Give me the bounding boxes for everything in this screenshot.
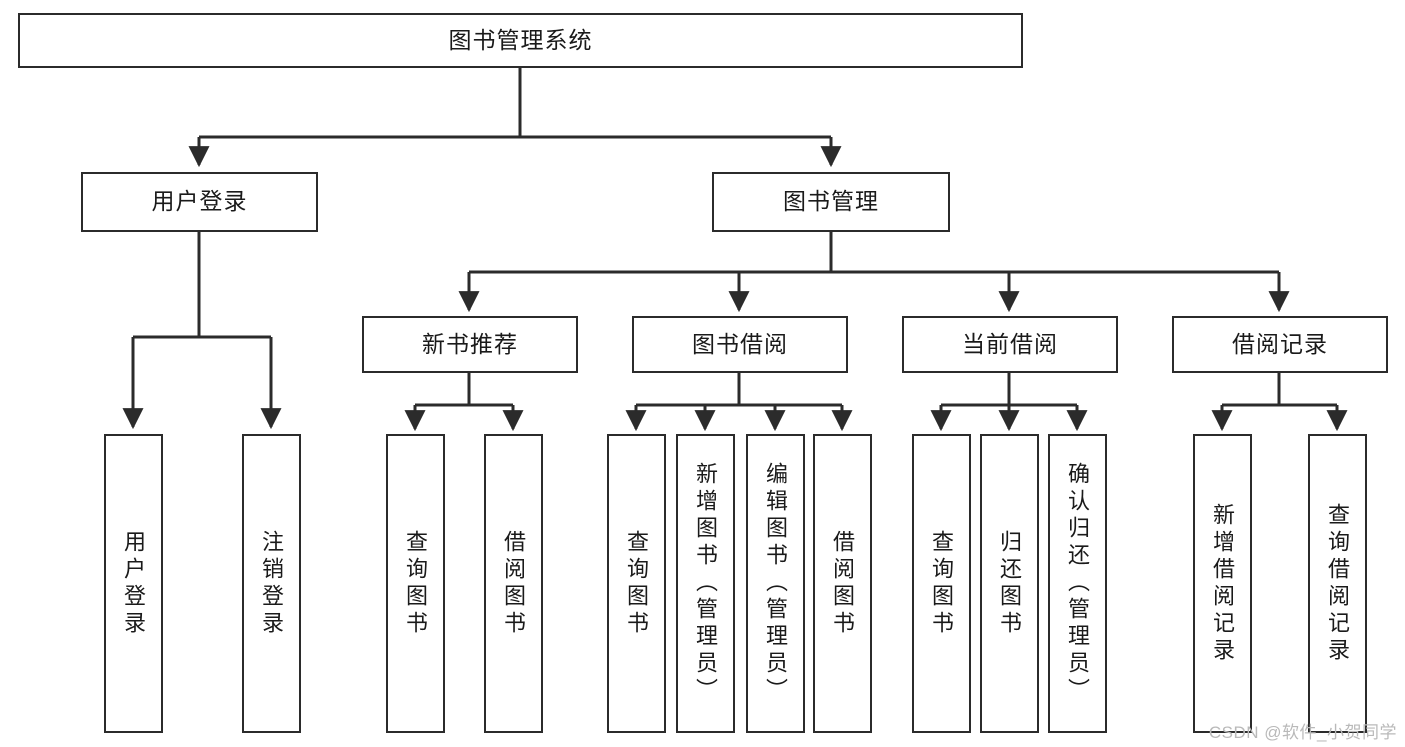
node-leaf-query-record-label: 查询借阅记录 bbox=[1325, 502, 1351, 665]
node-leaf-add-book-label: 新增图书（管理员） bbox=[693, 462, 719, 705]
node-book-manage-label: 图书管理 bbox=[783, 188, 879, 215]
node-leaf-query-record[interactable]: 查询借阅记录 bbox=[1308, 434, 1367, 733]
node-leaf-edit-book[interactable]: 编辑图书（管理员） bbox=[746, 434, 805, 733]
node-leaf-query-book-1-label: 查询图书 bbox=[403, 529, 429, 638]
node-book-borrow[interactable]: 图书借阅 bbox=[632, 316, 848, 373]
node-book-manage[interactable]: 图书管理 bbox=[712, 172, 950, 232]
node-leaf-edit-book-label: 编辑图书（管理员） bbox=[763, 462, 789, 705]
node-user-login-label: 用户登录 bbox=[151, 188, 248, 215]
node-new-book-recommend[interactable]: 新书推荐 bbox=[362, 316, 578, 373]
node-leaf-query-book-3-label: 查询图书 bbox=[929, 529, 955, 638]
node-leaf-return-book-label: 归还图书 bbox=[997, 529, 1023, 638]
node-leaf-borrow-book-2-label: 借阅图书 bbox=[830, 529, 856, 638]
node-leaf-query-book-2[interactable]: 查询图书 bbox=[607, 434, 666, 733]
node-user-login[interactable]: 用户登录 bbox=[81, 172, 318, 232]
node-leaf-query-book-3[interactable]: 查询图书 bbox=[912, 434, 971, 733]
node-leaf-user-login[interactable]: 用户登录 bbox=[104, 434, 163, 733]
node-borrow-record-label: 借阅记录 bbox=[1232, 330, 1328, 357]
node-leaf-return-book[interactable]: 归还图书 bbox=[980, 434, 1039, 733]
node-current-borrow[interactable]: 当前借阅 bbox=[902, 316, 1118, 373]
node-leaf-confirm-return[interactable]: 确认归还（管理员） bbox=[1048, 434, 1107, 733]
node-borrow-record[interactable]: 借阅记录 bbox=[1172, 316, 1388, 373]
node-leaf-borrow-book-2[interactable]: 借阅图书 bbox=[813, 434, 872, 733]
node-leaf-user-logout[interactable]: 注销登录 bbox=[242, 434, 301, 733]
node-current-borrow-label: 当前借阅 bbox=[962, 330, 1058, 357]
watermark-text: CSDN @软件_小贺同学 bbox=[1208, 723, 1397, 742]
node-leaf-query-book-1[interactable]: 查询图书 bbox=[386, 434, 445, 733]
node-leaf-add-record[interactable]: 新增借阅记录 bbox=[1193, 434, 1252, 733]
node-leaf-user-logout-label: 注销登录 bbox=[259, 529, 285, 638]
node-leaf-confirm-return-label: 确认归还（管理员） bbox=[1065, 462, 1091, 705]
node-leaf-borrow-book-1[interactable]: 借阅图书 bbox=[484, 434, 543, 733]
node-leaf-query-book-2-label: 查询图书 bbox=[624, 529, 650, 638]
node-root-label: 图书管理系统 bbox=[448, 26, 593, 53]
node-book-borrow-label: 图书借阅 bbox=[692, 330, 788, 357]
node-leaf-add-record-label: 新增借阅记录 bbox=[1210, 502, 1236, 665]
node-leaf-add-book[interactable]: 新增图书（管理员） bbox=[676, 434, 735, 733]
node-new-book-recommend-label: 新书推荐 bbox=[422, 330, 518, 357]
node-root[interactable]: 图书管理系统 bbox=[18, 13, 1023, 68]
node-leaf-user-login-label: 用户登录 bbox=[121, 529, 147, 638]
node-leaf-borrow-book-1-label: 借阅图书 bbox=[501, 529, 527, 638]
